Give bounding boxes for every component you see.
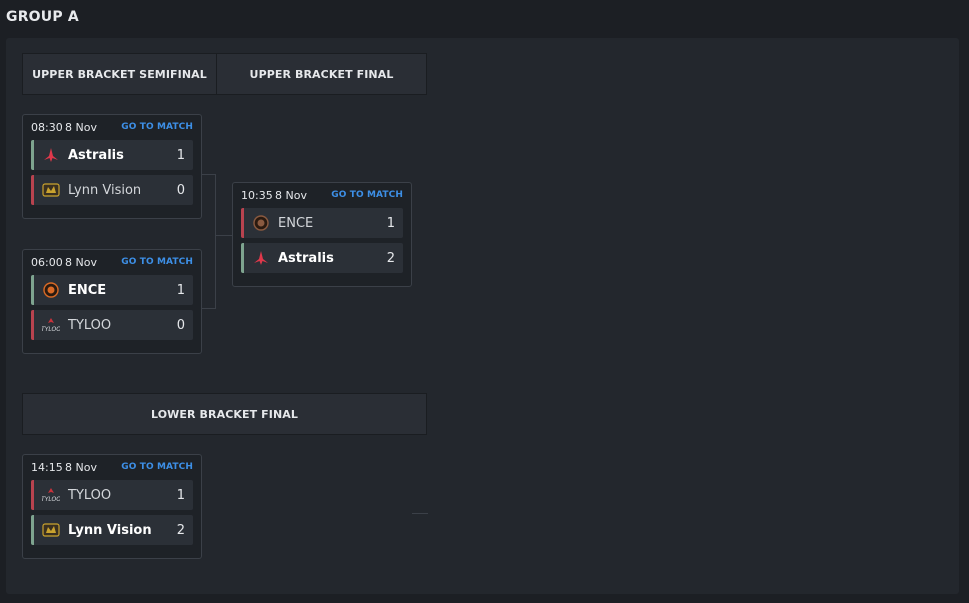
header-upper-semifinal: UPPER BRACKET SEMIFINAL: [22, 53, 217, 95]
match-header: 10:35 8 Nov GO TO MATCH: [233, 183, 411, 207]
team-row[interactable]: Astralis 2: [241, 243, 403, 273]
go-to-match-link[interactable]: GO TO MATCH: [121, 462, 193, 472]
svg-text:TYLOO: TYLOO: [42, 326, 60, 333]
match-date: 8 Nov: [65, 461, 97, 474]
match-card-semifinal-2: 06:00 8 Nov GO TO MATCH ENCE 1 TYLOO TYL…: [22, 249, 202, 354]
match-card-upper-final: 10:35 8 Nov GO TO MATCH ENCE 1 Astralis …: [232, 182, 412, 287]
team-score: 1: [386, 215, 395, 231]
astralis-logo-icon: [252, 249, 270, 267]
lynn-vision-logo-icon: [42, 181, 60, 199]
team-score: 2: [386, 250, 395, 266]
team-name: Astralis: [278, 250, 334, 266]
header-lower-final: LOWER BRACKET FINAL: [22, 393, 427, 435]
bracket-connector: [412, 513, 428, 514]
go-to-match-link[interactable]: GO TO MATCH: [121, 122, 193, 132]
team-name: TYLOO: [68, 317, 112, 333]
match-date: 8 Nov: [65, 256, 97, 269]
match-header: 06:00 8 Nov GO TO MATCH: [23, 250, 201, 274]
ence-logo-icon: [42, 281, 60, 299]
tyloo-logo-icon: TYLOO: [42, 316, 60, 334]
team-row[interactable]: ENCE 1: [241, 208, 403, 238]
bracket-connector: [202, 174, 216, 309]
match-header: 08:30 8 Nov GO TO MATCH: [23, 115, 201, 139]
match-card-lower-final: 14:15 8 Nov GO TO MATCH TYLOO TYLOO 1 Ly…: [22, 454, 202, 559]
astralis-logo-icon: [42, 146, 60, 164]
header-upper-final: UPPER BRACKET FINAL: [216, 53, 427, 95]
match-time: 14:15: [31, 461, 63, 474]
team-row[interactable]: TYLOO TYLOO 0: [31, 310, 193, 340]
go-to-match-link[interactable]: GO TO MATCH: [331, 190, 403, 200]
team-name: TYLOO: [68, 487, 112, 503]
match-header: 14:15 8 Nov GO TO MATCH: [23, 455, 201, 479]
team-score: 0: [176, 317, 185, 333]
match-time: 06:00: [31, 256, 63, 269]
team-row[interactable]: Lynn Vision 0: [31, 175, 193, 205]
team-row[interactable]: Lynn Vision 2: [31, 515, 193, 545]
group-title: GROUP A: [6, 9, 79, 25]
bracket-connector: [216, 235, 232, 236]
match-time: 08:30: [31, 121, 63, 134]
team-name: Lynn Vision: [68, 182, 142, 198]
match-date: 8 Nov: [65, 121, 97, 134]
team-score: 1: [176, 147, 185, 163]
team-name: ENCE: [68, 282, 107, 298]
team-name: Astralis: [68, 147, 124, 163]
team-name: ENCE: [278, 215, 314, 231]
ence-logo-icon: [252, 214, 270, 232]
team-score: 1: [176, 487, 185, 503]
match-time: 10:35: [241, 189, 273, 202]
team-score: 1: [176, 282, 185, 298]
match-date: 8 Nov: [275, 189, 307, 202]
team-score: 2: [176, 522, 185, 538]
svg-text:TYLOO: TYLOO: [42, 496, 60, 503]
lynn-vision-logo-icon: [42, 521, 60, 539]
team-row[interactable]: Astralis 1: [31, 140, 193, 170]
bracket-panel: UPPER BRACKET SEMIFINAL UPPER BRACKET FI…: [6, 38, 959, 594]
team-row[interactable]: ENCE 1: [31, 275, 193, 305]
team-name: Lynn Vision: [68, 522, 152, 538]
team-score: 0: [176, 182, 185, 198]
go-to-match-link[interactable]: GO TO MATCH: [121, 257, 193, 267]
match-card-semifinal-1: 08:30 8 Nov GO TO MATCH Astralis 1 Lynn …: [22, 114, 202, 219]
tyloo-logo-icon: TYLOO: [42, 486, 60, 504]
team-row[interactable]: TYLOO TYLOO 1: [31, 480, 193, 510]
